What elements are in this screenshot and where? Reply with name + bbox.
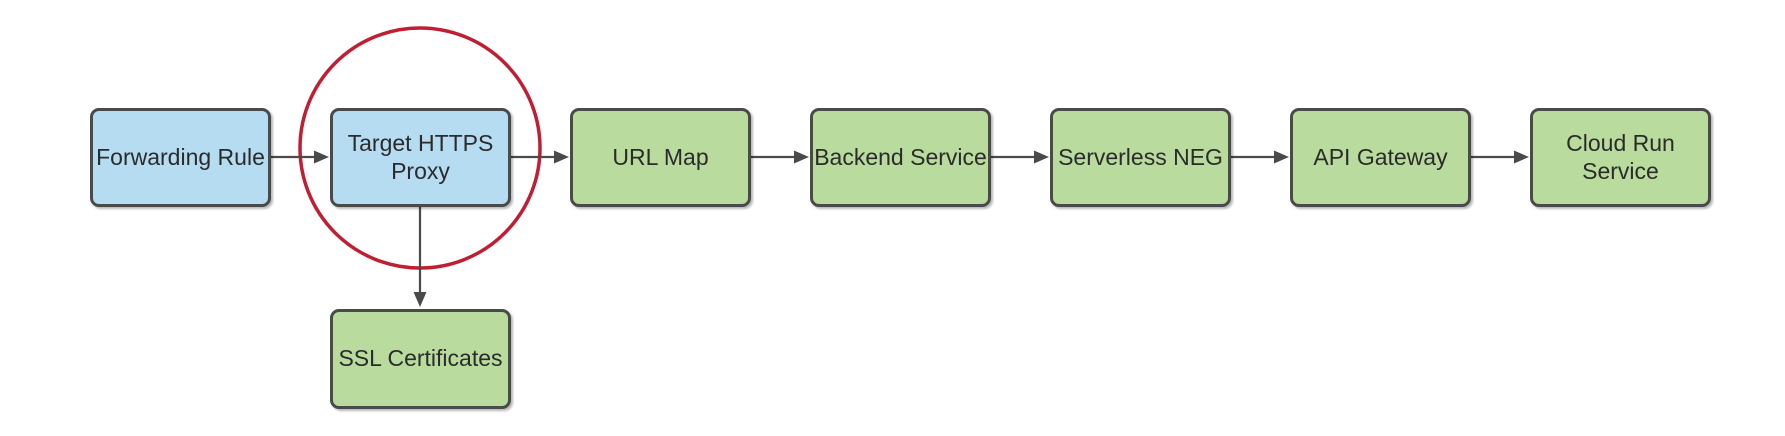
node-serverless-neg: Serverless NEG: [1050, 108, 1231, 207]
arrow-api-gateway-to-cloud-run-service: [1471, 150, 1529, 164]
node-label-target-https-proxy: Target HTTPS Proxy: [347, 129, 494, 184]
node-label-cloud-run-service: Cloud Run Service: [1566, 129, 1675, 184]
arrow-forwarding-rule-to-target-https-proxy: [271, 150, 329, 164]
node-label-api-gateway: API Gateway: [1313, 143, 1448, 170]
node-label-backend-service: Backend Service: [814, 143, 987, 170]
arrow-target-https-proxy-to-ssl-certificates: [413, 207, 427, 307]
node-label-ssl-certificates: SSL Certificates: [338, 345, 503, 372]
node-api-gateway: API Gateway: [1290, 108, 1471, 207]
node-cloud-run-service: Cloud Run Service: [1530, 108, 1711, 207]
node-url-map: URL Map: [570, 108, 751, 207]
node-ssl-certificates: SSL Certificates: [330, 309, 511, 409]
node-backend-service: Backend Service: [810, 108, 991, 207]
node-forwarding-rule: Forwarding Rule: [90, 108, 271, 207]
node-label-forwarding-rule: Forwarding Rule: [96, 143, 265, 170]
node-label-url-map: URL Map: [612, 143, 709, 170]
arrow-url-map-to-backend-service: [751, 150, 809, 164]
arrow-backend-service-to-serverless-neg: [991, 150, 1049, 164]
arrow-target-https-proxy-to-url-map: [511, 150, 569, 164]
node-label-serverless-neg: Serverless NEG: [1058, 143, 1223, 170]
node-target-https-proxy: Target HTTPS Proxy: [330, 108, 511, 207]
arrow-serverless-neg-to-api-gateway: [1231, 150, 1289, 164]
